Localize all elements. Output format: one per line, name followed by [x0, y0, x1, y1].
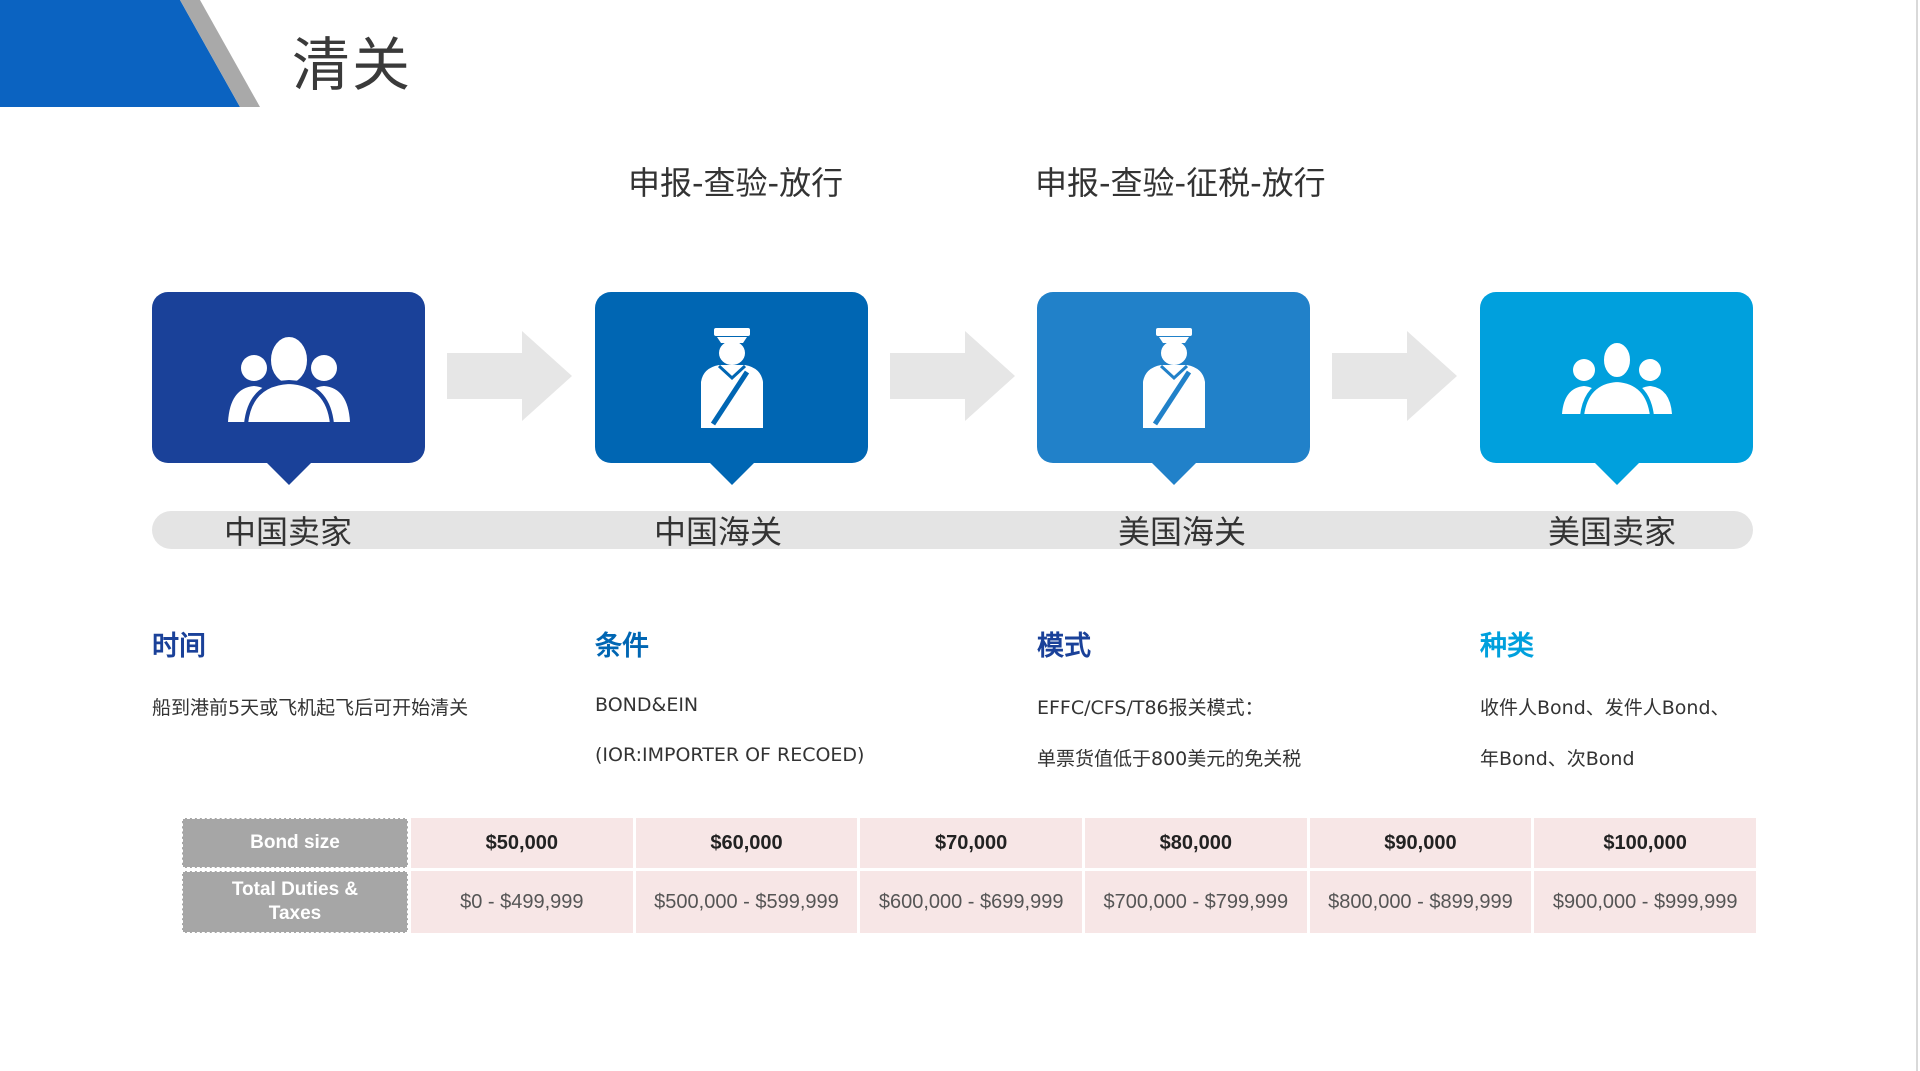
bond-size-cell: $100,000 [1534, 818, 1756, 868]
duty-range-cell: $500,000 - $599,999 [635, 871, 858, 933]
duty-range-cell: $600,000 - $699,999 [860, 871, 1082, 933]
info-mode-line-1: EFFC/CFS/T86报关模式： [1037, 697, 1264, 719]
table-row-bond-size: Bond size $50,000 $60,000 $70,000 $80,00… [182, 818, 1756, 868]
row-header-duties-taxes: Total Duties & Taxes [182, 871, 408, 933]
flow-arrow-3 [1332, 331, 1457, 421]
stage-name-china-seller: 中国卖家 [224, 513, 353, 551]
customs-officer-icon [700, 327, 763, 428]
info-heading-mode: 模式 [1037, 631, 1091, 662]
bond-size-cell: $60,000 [635, 818, 858, 868]
flow-arrow-2 [890, 331, 1015, 421]
bond-size-table: Bond size $50,000 $60,000 $70,000 $80,00… [179, 815, 1759, 936]
flow-arrow-1 [447, 331, 572, 421]
customs-officer-icon [1142, 327, 1205, 428]
duty-range-cell: $900,000 - $999,999 [1534, 871, 1756, 933]
process-label-us: 申报-查验-征税-放行 [1035, 164, 1326, 202]
page-title: 清关 [292, 31, 413, 99]
stage-name-china-customs: 中国海关 [654, 513, 783, 551]
stage-card-china-seller [152, 292, 425, 485]
stage-name-bar [152, 511, 1753, 549]
bond-size-cell: $90,000 [1309, 818, 1532, 868]
stage-card-china-customs [595, 292, 868, 485]
info-condition-line-1: BOND&EIN [595, 694, 699, 716]
row-header-bond-size: Bond size [182, 818, 408, 868]
info-heading-type: 种类 [1480, 631, 1534, 662]
info-heading-time: 时间 [152, 631, 206, 662]
stage-name-us-seller: 美国卖家 [1548, 513, 1677, 551]
group-icon [1561, 338, 1672, 418]
group-icon [227, 332, 350, 426]
duty-range-cell: $800,000 - $899,999 [1309, 871, 1532, 933]
duty-range-cell: $0 - $499,999 [411, 871, 633, 933]
stage-name-us-customs: 美国海关 [1118, 513, 1247, 551]
info-time-line-1: 船到港前5天或飞机起飞后可开始清关 [152, 697, 469, 719]
info-condition-line-2: (IOR:IMPORTER OF RECOED) [595, 744, 865, 766]
info-type-line-1: 收件人Bond、发件人Bond、 [1480, 697, 1730, 719]
stage-card-us-seller [1480, 292, 1753, 485]
info-mode-line-2: 单票货值低于800美元的免关税 [1037, 748, 1302, 770]
info-type-line-2: 年Bond、次Bond [1480, 748, 1635, 770]
table-row-duties: Total Duties & Taxes $0 - $499,999 $500,… [182, 871, 1756, 933]
bond-size-cell: $50,000 [411, 818, 633, 868]
duty-range-cell: $700,000 - $799,999 [1084, 871, 1307, 933]
process-label-china: 申报-查验-放行 [628, 164, 844, 202]
stage-card-us-customs [1037, 292, 1310, 485]
right-edge-divider [1916, 0, 1918, 1071]
bond-size-cell: $70,000 [860, 818, 1082, 868]
info-heading-condition: 条件 [595, 631, 649, 662]
bond-size-cell: $80,000 [1084, 818, 1307, 868]
